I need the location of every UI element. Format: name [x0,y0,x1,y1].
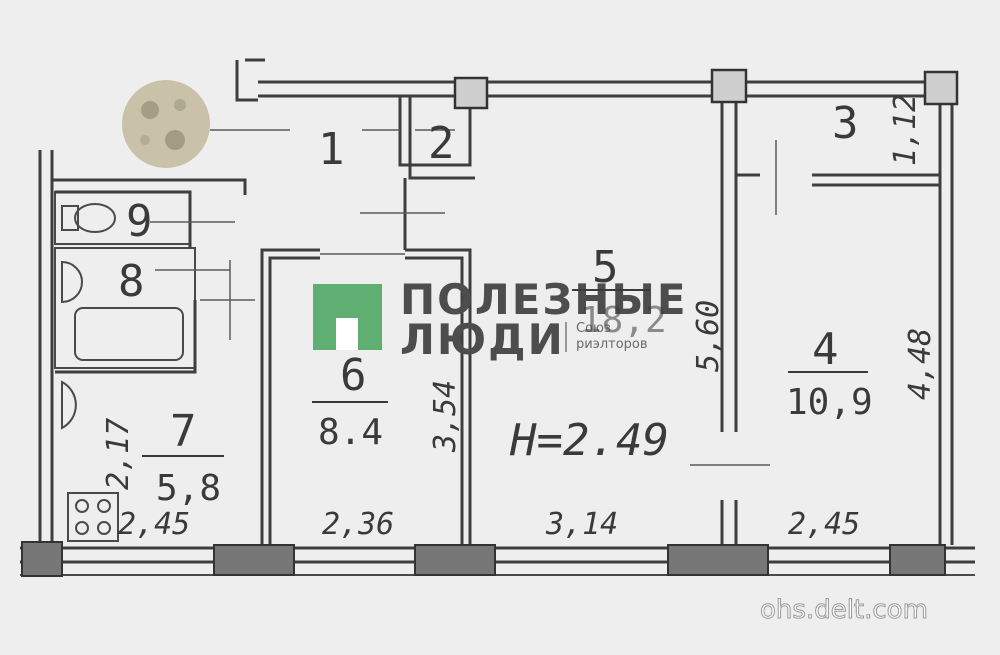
room-6-area: 8.4 [318,412,383,453]
room-5-area: 18,2 [580,300,667,341]
entry-wall [235,60,258,102]
stove-burner-icon [97,499,111,513]
room6-wall [405,256,464,545]
toilet-icon [61,205,79,231]
moon-icon [122,80,210,168]
room-4-number: 4 [812,324,839,375]
room-1-number: 1 [318,124,345,175]
room-4-dimension-v: 4,48 [903,328,938,400]
partition-wall [52,178,247,195]
room-7-dimension-v: 2,17 [101,418,136,490]
window [213,544,295,576]
room-6-number: 6 [340,350,367,401]
room-6-dimension-h: 2,36 [322,507,394,542]
room6-wall [260,248,320,545]
room-5-dimension-v: 5,60 [691,300,726,372]
stove-burner-icon [97,521,111,535]
watermark: ohs.delt.com [760,595,928,625]
bathtub [74,307,184,361]
room-3-dimension: 1,12 [888,94,923,166]
room-6-dimension-v: 3,54 [428,380,463,453]
room-4-area: 10,9 [786,382,873,423]
room-7-number: 7 [170,406,197,457]
logo-sub1: Союз [576,321,611,336]
stove-burner-icon [75,499,89,513]
stove-burner-icon [75,521,89,535]
room6-wall [405,248,472,545]
logo: ПОЛЕЗНЫЕ ЛЮДИ Союз риэлторов [313,275,688,364]
room-9-number: 9 [126,196,153,247]
column [710,68,748,104]
column [923,70,959,106]
room-7-area: 5,8 [156,468,221,509]
room-5-number: 5 [592,242,619,293]
room-4-dimension-h: 2,45 [788,507,860,542]
hall-wall [408,96,475,180]
column [453,76,489,110]
ceiling-height: H=2.49 [509,415,669,466]
sink-icon [61,380,77,430]
room6-wall [268,256,320,545]
partition-wall [55,190,192,248]
window [889,544,946,576]
exterior-wall [30,150,42,547]
partition-wall [55,300,197,374]
window [21,541,63,577]
sink-icon [61,260,83,304]
logo-mark [336,318,358,350]
toilet-icon [74,203,116,233]
logo-line2: ЛЮДИ [400,315,565,364]
room-5-dimension-h: 3,14 [545,507,618,542]
room-2-number: 2 [428,118,455,169]
room-7-dimension-h: 2,45 [118,507,190,542]
logo-sub2: риэлторов [576,337,648,352]
room-8-number: 8 [118,256,145,307]
window [667,544,769,576]
window [414,544,496,576]
logo-line1: ПОЛЕЗНЫЕ [400,275,688,324]
stove-icon [67,492,119,542]
room-3-number: 3 [832,98,859,149]
